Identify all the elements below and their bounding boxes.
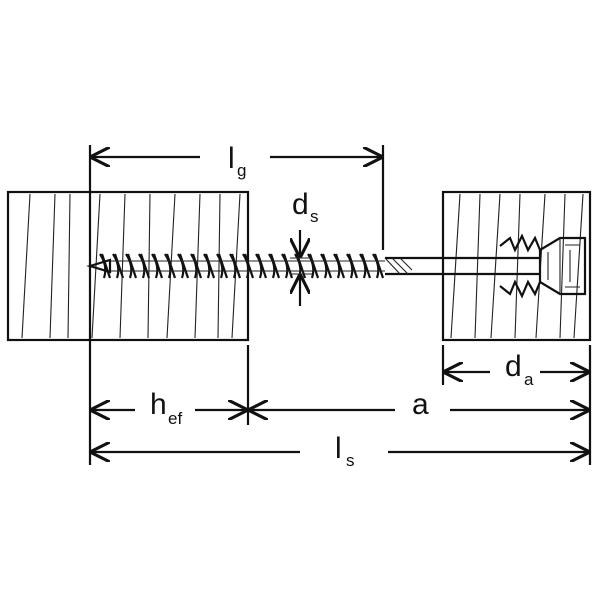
thread-turn <box>203 253 216 279</box>
left-timber-block <box>6 190 250 342</box>
thread-turn <box>346 253 359 279</box>
thread-turn <box>177 253 190 279</box>
screw <box>86 233 587 299</box>
thread-turn <box>320 253 333 279</box>
thread-turn <box>164 253 177 279</box>
wood-grain-line <box>450 193 461 339</box>
thread-turn <box>242 253 255 279</box>
thread-turn <box>216 253 229 279</box>
screw-thread <box>99 253 385 279</box>
thread-turn <box>359 253 372 279</box>
label-lg-sub: g <box>237 161 246 180</box>
thread-turn <box>255 253 268 279</box>
wood-grain-line <box>514 193 521 339</box>
wood-grain-line <box>67 193 71 339</box>
label-ls: l <box>335 432 342 465</box>
wood-grain-line <box>147 193 151 339</box>
dimension-ls: l s <box>90 432 590 470</box>
wood-grain-line <box>217 193 221 339</box>
thread-turn <box>372 253 385 279</box>
thread-turn <box>125 253 138 279</box>
label-hef: h <box>150 388 167 421</box>
dimension-hef: h ef <box>90 388 248 428</box>
label-ds-sub: s <box>310 207 319 226</box>
label-a: a <box>412 388 429 421</box>
wood-grain-line <box>559 193 566 339</box>
label-lg: l <box>228 142 235 175</box>
label-ds: d <box>292 188 309 221</box>
dimension-a: a <box>248 388 590 421</box>
wood-grain-line <box>49 193 56 339</box>
thread-turn <box>190 253 203 279</box>
wood-grain-line <box>490 193 501 339</box>
wood-grain-line <box>119 193 126 339</box>
dimension-da: d a <box>443 350 590 389</box>
thread-turn <box>112 253 125 279</box>
wood-grain-line <box>21 193 31 339</box>
wood-grain-line <box>573 193 584 339</box>
label-hef-sub: ef <box>168 409 182 428</box>
screw-core <box>105 260 385 272</box>
thread-turn <box>229 253 242 279</box>
thread-turn <box>151 253 164 279</box>
thread-turn <box>333 253 346 279</box>
wood-grain-line <box>91 193 101 339</box>
label-da: d <box>505 350 522 383</box>
dimension-lg: l g <box>90 142 383 180</box>
label-da-sub: a <box>524 370 534 389</box>
thread-turn <box>99 253 112 279</box>
thread-turn <box>138 253 151 279</box>
dimension-ds: d s <box>290 188 319 306</box>
label-ls-sub: s <box>346 451 355 470</box>
screw-head-washer <box>499 233 587 299</box>
right-timber-block <box>441 190 592 342</box>
thread-turn <box>268 253 281 279</box>
wood-grain-line <box>474 193 481 339</box>
